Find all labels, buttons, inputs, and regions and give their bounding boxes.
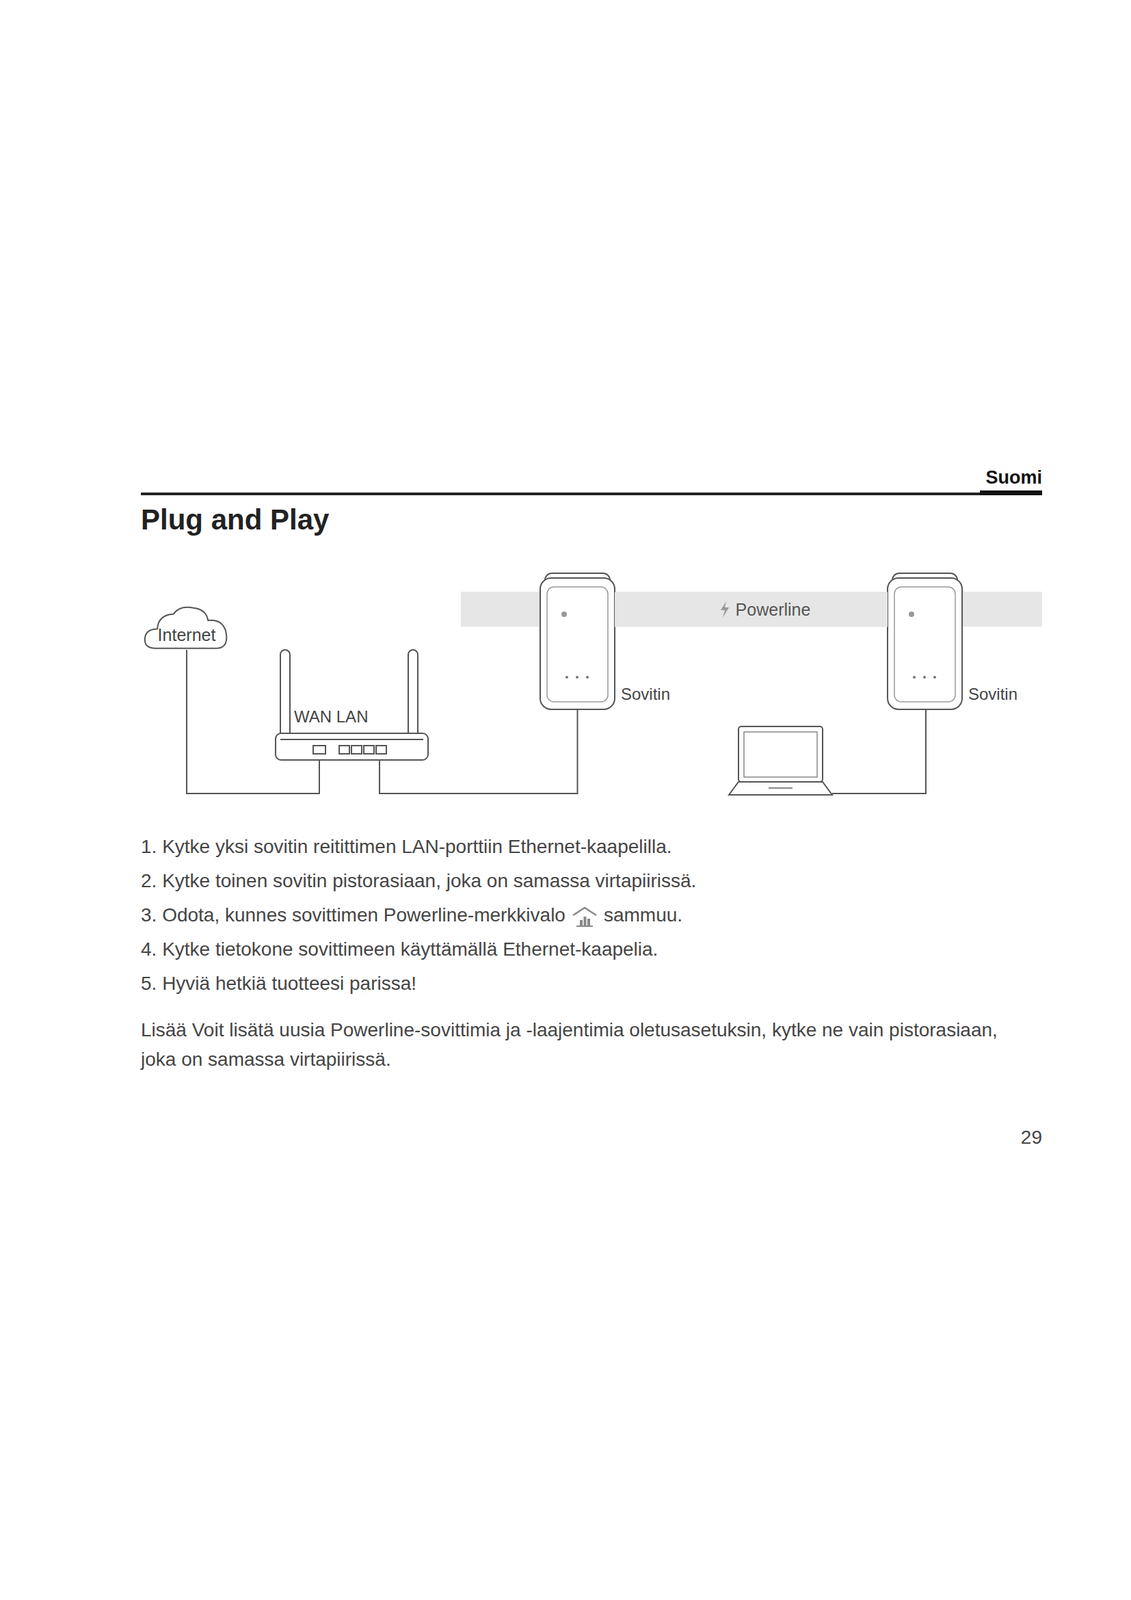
step-text: 3. Odota, kunnes sovittimen Powerline-me… [140, 903, 566, 926]
lightning-icon [718, 600, 731, 619]
logo [908, 611, 915, 617]
powerline-led-icon [570, 905, 599, 928]
device-label: Sovitin [620, 684, 671, 704]
step-text: 5. Hyviä hetkiä tuotteesi parissa! [140, 972, 417, 995]
laptop-base [728, 781, 833, 795]
step-text: 2. Kytke toinen sovitin pistorasiaan, jo… [140, 869, 697, 892]
led [923, 675, 926, 679]
page-number: 29 [1020, 1126, 1043, 1149]
page-title: Plug and Play [140, 503, 329, 537]
adapter-body [540, 577, 615, 710]
internet-cloud: Internet [142, 603, 232, 650]
lan-port [339, 745, 350, 754]
cloud-label: Internet [142, 624, 232, 645]
step-text: 4. Kytke tietokone sovittimeen käyttämäl… [140, 938, 658, 961]
lan-port [376, 745, 387, 754]
house-floor [576, 925, 593, 927]
lightning-shape [720, 601, 729, 618]
router-body [275, 733, 429, 760]
powerline-link [614, 592, 888, 628]
house-roof [573, 907, 597, 915]
router-edge [280, 738, 424, 740]
led [586, 675, 589, 679]
ethernet-cable [379, 709, 578, 794]
led [912, 675, 916, 679]
port-label: WAN LAN [294, 707, 368, 727]
laptop-drawing [728, 726, 833, 795]
router-drawing [275, 649, 429, 760]
led [933, 675, 937, 679]
powerline-adapter: Sovitin [887, 577, 963, 710]
router: WAN LAN [275, 704, 429, 760]
language-tab-rule [979, 490, 1043, 496]
adapter-drawing [540, 573, 963, 710]
step-text: sammuu. [603, 903, 683, 926]
led [565, 675, 569, 679]
step-text: 1. Kytke yksi sovitin reitittimen LAN-po… [140, 835, 673, 858]
device-label: Sovitin [968, 684, 1018, 704]
signal-bar [579, 919, 583, 926]
adapter-front [894, 586, 956, 702]
heading-rule [140, 492, 1043, 496]
lan-port [351, 745, 362, 754]
laptop-touchpad [768, 787, 793, 789]
language-tab: Suomi [985, 467, 1043, 489]
adapter-front [547, 586, 608, 702]
link-label: Powerline [733, 599, 814, 620]
wan-port [313, 745, 326, 754]
logo [561, 611, 567, 617]
powerline-adapter: Sovitin [540, 577, 615, 710]
ethernet-cable [832, 709, 926, 794]
note-paragraph: Lisää Voit lisätä uusia Powerline-sovitt… [140, 1014, 1030, 1074]
led [575, 675, 579, 679]
adapter-body [887, 577, 963, 710]
laptop-display [743, 731, 818, 777]
signal-bar [587, 918, 591, 926]
lan-port [363, 745, 375, 754]
signal-bar [583, 916, 587, 926]
laptop-screen [738, 726, 823, 782]
